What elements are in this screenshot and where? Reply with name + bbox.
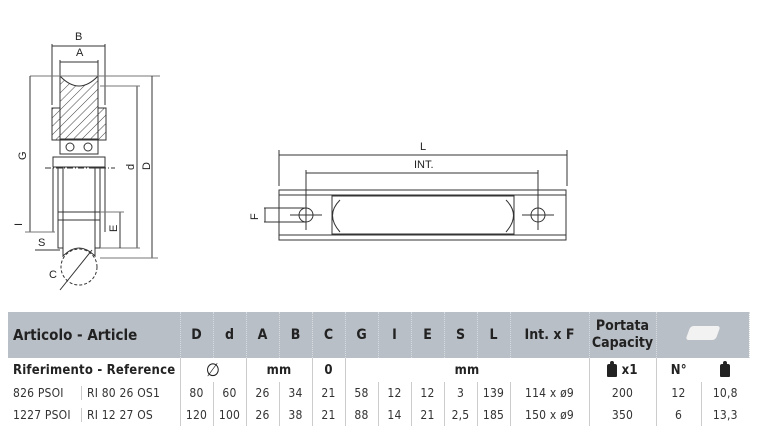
cell-I: 14: [377, 404, 411, 426]
label-B: B: [75, 31, 82, 43]
cell-d: 100: [212, 404, 246, 426]
label-G: G: [17, 151, 29, 160]
weight-icon: [607, 360, 618, 377]
cell-I: 12: [377, 382, 411, 404]
label-I: I: [13, 223, 25, 226]
label-C: C: [49, 269, 57, 281]
cell-article: 826 PSOI RI 80 26 OS1: [8, 382, 180, 404]
article-code: 826 PSOI: [13, 386, 64, 400]
header-G: G: [345, 312, 379, 358]
header-A: A: [246, 312, 280, 358]
cell-A: 26: [245, 382, 279, 404]
weight-icon: [720, 360, 730, 377]
header-D: D: [180, 312, 214, 358]
label-L: L: [420, 141, 426, 153]
label-S: S: [38, 237, 45, 249]
cell-E: 12: [410, 382, 444, 404]
unit-reference: Riferimento - Reference: [13, 362, 176, 378]
cell-D: 80: [179, 382, 213, 404]
cell-capacity: 200: [588, 382, 656, 404]
wheel-top-view: [264, 150, 568, 241]
header-S: S: [444, 312, 478, 358]
header-L: L: [477, 312, 511, 358]
cell-S: 2,5: [443, 404, 477, 426]
label-d: d: [125, 164, 137, 170]
capacity-multiplier: x1: [621, 362, 638, 378]
reference-code: RI 80 26 OS1: [81, 386, 160, 400]
header-C: C: [312, 312, 346, 358]
unit-capacity: x1: [588, 358, 656, 382]
label-D: D: [141, 162, 153, 170]
cell-C: 21: [311, 404, 345, 426]
unit-pieces: N°: [655, 358, 701, 382]
unit-row: Riferimento - Reference ∅ mm 0 mm x1 N°: [8, 358, 749, 382]
cell-int-f: 150 x ø9: [509, 404, 589, 426]
unit-C: 0: [311, 358, 345, 382]
cell-int-f: 114 x ø9: [509, 382, 589, 404]
header-B: B: [279, 312, 313, 358]
cell-G: 58: [344, 382, 378, 404]
table-row: 826 PSOI RI 80 26 OS1 80 60 26 34 21 58 1…: [8, 382, 749, 404]
header-I: I: [378, 312, 412, 358]
cell-A: 26: [245, 404, 279, 426]
label-INT: INT.: [414, 159, 434, 171]
reference-code: RI 12 27 OS: [81, 408, 153, 422]
header-d: d: [213, 312, 247, 358]
cell-C: 21: [311, 382, 345, 404]
unit-mm-2: mm: [344, 358, 589, 382]
header-int-f: Int. x F: [510, 312, 590, 358]
unit-mm: mm: [245, 358, 312, 382]
cell-pieces: 6: [655, 404, 701, 426]
cell-pieces: 12: [655, 382, 701, 404]
article-code: 1227 PSOI: [13, 408, 71, 422]
cell-G: 88: [344, 404, 378, 426]
cell-weight: 10,8: [700, 382, 749, 404]
header-article: Articolo - Article: [8, 312, 181, 358]
unit-diameter: ∅: [179, 358, 246, 382]
cell-D: 120: [179, 404, 213, 426]
label-F: F: [249, 213, 261, 220]
cell-article: 1227 PSOI RI 12 27 OS: [8, 404, 180, 426]
header-pack: [656, 312, 750, 358]
header-row: Articolo - Article D d A B C G I E S L I…: [8, 312, 750, 358]
cell-L: 185: [476, 404, 510, 426]
wheel-side-view: [25, 44, 160, 291]
cell-E: 21: [410, 404, 444, 426]
cell-L: 139: [476, 382, 510, 404]
header-capacity: Portata Capacity: [589, 312, 657, 358]
cell-capacity: 350: [588, 404, 656, 426]
cell-d: 60: [212, 382, 246, 404]
cell-B: 38: [278, 404, 312, 426]
unit-weight: [701, 358, 749, 382]
label-E: E: [108, 225, 120, 232]
cell-S: 3: [443, 382, 477, 404]
box-icon: [684, 325, 721, 340]
header-E: E: [411, 312, 445, 358]
cell-weight: 13,3: [700, 404, 749, 426]
table-row: 1227 PSOI RI 12 27 OS 120 100 26 38 21 88…: [8, 404, 749, 426]
cell-B: 34: [278, 382, 312, 404]
product-table: Articolo - Article D d A B C G I E S L I…: [8, 312, 750, 426]
technical-drawing: B A G d D I E S C L INT. F: [13, 31, 568, 291]
label-A: A: [76, 47, 84, 59]
